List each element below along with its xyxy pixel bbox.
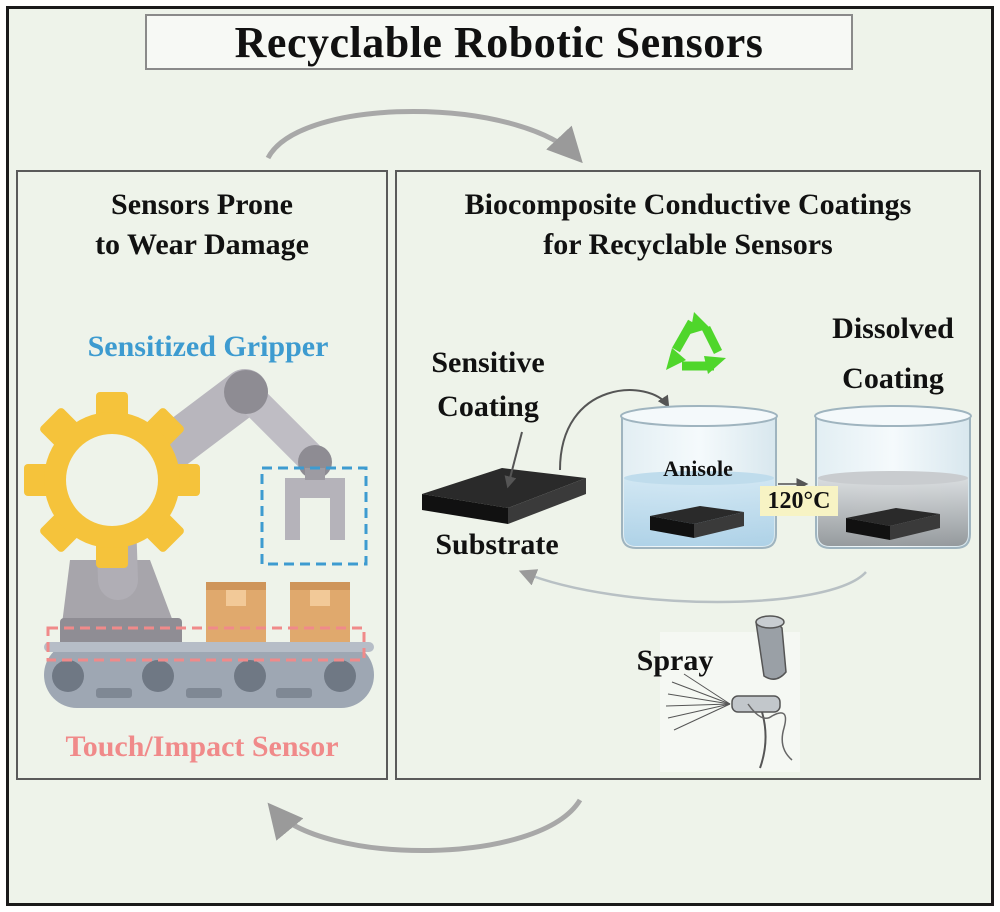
package-box-icon-2 xyxy=(290,582,350,642)
page-title: Recyclable Robotic Sensors xyxy=(234,17,764,67)
beaker-dissolved-block xyxy=(846,508,940,540)
package-box-icon xyxy=(206,582,266,642)
dissolved-coating-label-line2: Coating xyxy=(842,362,944,395)
gripper-highlight-box xyxy=(260,466,368,566)
bottom-cycle-arrow xyxy=(267,798,583,853)
beaker-icon xyxy=(620,405,778,549)
temperature-label: 120°C xyxy=(767,488,831,514)
top-cycle-arrow xyxy=(265,109,583,164)
right-heading-line1: Biocomposite Conductive Coatings xyxy=(464,188,912,221)
spray-gun-icon xyxy=(660,615,800,772)
recycle-icon xyxy=(666,312,726,374)
left-panel xyxy=(16,170,388,780)
return-arrow xyxy=(518,569,867,604)
sensitive-coating-label-line2: Coating xyxy=(437,390,539,423)
beaker-sample-block xyxy=(650,506,744,538)
temperature-badge xyxy=(760,486,838,516)
coating-pointer-arrow xyxy=(504,431,523,489)
right-heading-line2: for Recyclable Sensors xyxy=(543,228,833,261)
gear-icon xyxy=(24,392,200,568)
impact-sensor-highlight-box xyxy=(46,626,366,662)
impact-sensor-label: Touch/Impact Sensor xyxy=(65,730,339,763)
gripper-label: Sensitized Gripper xyxy=(87,330,329,363)
left-heading-line2: to Wear Damage xyxy=(95,228,309,261)
substrate-block-icon xyxy=(422,468,586,524)
title-box: Recyclable Robotic Sensors xyxy=(145,14,853,70)
beaker-icon-2 xyxy=(814,405,972,549)
substrate-label: Substrate xyxy=(435,528,559,561)
gripper-claw-icon xyxy=(285,468,345,540)
spray-label: Spray xyxy=(636,644,714,677)
transfer-arrow xyxy=(559,389,670,471)
right-panel xyxy=(395,170,981,780)
left-heading-line1: Sensors Prone xyxy=(111,188,293,221)
sensitive-coating-label-line1: Sensitive xyxy=(431,346,545,379)
dissolved-coating-label-line1: Dissolved xyxy=(832,312,954,345)
anisole-label: Anisole xyxy=(663,456,733,481)
